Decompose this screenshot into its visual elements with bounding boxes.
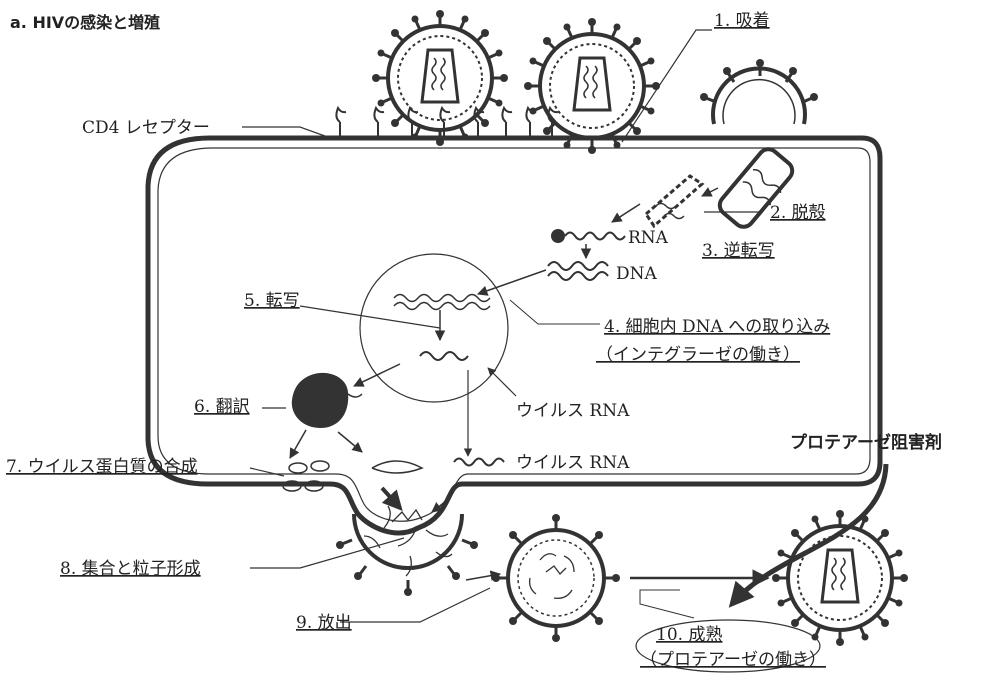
uncoated-capsid: [646, 176, 702, 226]
transcribed-rna: [420, 352, 468, 360]
step-6-label: 6. 翻訳: [194, 397, 250, 417]
nucleus: [360, 254, 508, 402]
viral-rna-label-2: ウイルス RNA: [516, 453, 630, 473]
protease-inhibitor-label: プロテアーゼ阻害剤: [790, 432, 942, 453]
step-4-label-line1: 4. 細胞内 DNA への取り込み: [604, 317, 830, 337]
step-4-leader: [510, 300, 600, 324]
ribosome: [292, 373, 348, 428]
step-10-label-line1: 10. 成熟: [656, 624, 722, 645]
step-5-leader: [300, 306, 440, 328]
host-dna-1: [394, 295, 490, 302]
virion-2: [524, 18, 660, 154]
mrna-tail: [348, 394, 362, 397]
rna-cap: [551, 229, 565, 243]
dna-label: DNA: [616, 264, 658, 284]
viral-rna-genome: [454, 459, 504, 466]
protein-arrow-2: [338, 432, 362, 452]
viral-rna-arrow-1: [488, 368, 516, 396]
export-to-ribosome-arrow: [354, 364, 400, 386]
step-5-label: 5. 転写: [244, 291, 300, 311]
adsorbing-virion: [700, 59, 818, 124]
virion-1: [372, 10, 508, 146]
rna-label: RNA: [628, 228, 669, 248]
cd4-receptor-label: CD4 レセプター: [82, 118, 210, 138]
viral-rna-strand: [565, 233, 625, 240]
step-8-label: 8. 集合と粒子形成: [60, 559, 201, 579]
step-10-leader: [640, 590, 694, 618]
cd4-receptors: [336, 108, 558, 138]
step-9-leader: [340, 588, 490, 622]
step-1-leader: [622, 30, 712, 142]
viral-rna-label-1: ウイルス RNA: [516, 401, 630, 421]
protein-arrow-1: [290, 430, 306, 458]
diagram-title: a. HIVの感染と増殖: [10, 13, 160, 32]
uncoating-arrow: [702, 188, 718, 196]
step-4-label-line2: （インテグラーゼの働き）: [596, 345, 800, 365]
integration-arrow: [478, 270, 546, 294]
step-3-label: 3. 逆転写: [702, 241, 775, 261]
step-8-leader: [250, 538, 404, 568]
immature-virion: [492, 514, 620, 642]
dna-strand-2: [548, 272, 608, 280]
step-7-label: 7. ウイルス蛋白質の合成: [6, 457, 198, 477]
rna-release-arrow: [612, 204, 640, 222]
assembly-arrow-1: [382, 488, 400, 508]
dna-strand-1: [548, 262, 608, 270]
step-7-leader: [250, 468, 284, 476]
step-1-label: 1. 吸着: [714, 11, 770, 31]
step-10-label-line2: （プロテアーゼの働き）: [640, 650, 826, 670]
host-dna-2: [394, 303, 490, 310]
step-9-label: 9. 放出: [296, 613, 352, 633]
step-2-label: 2. 脱殻: [770, 203, 826, 223]
